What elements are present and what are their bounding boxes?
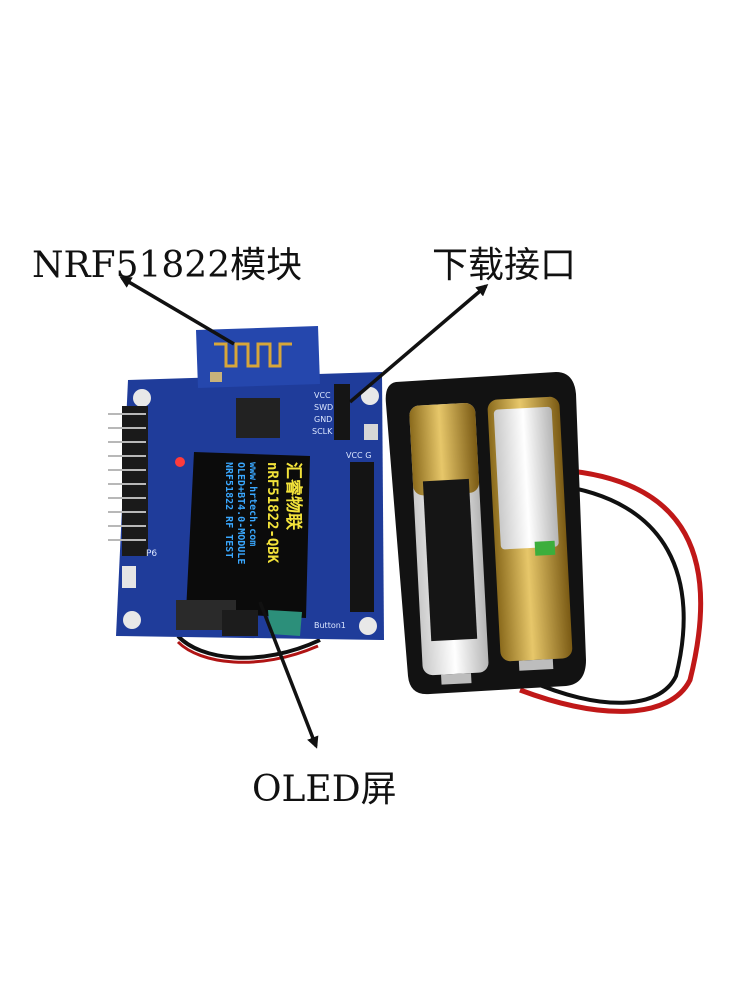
callout-oled-screen: OLED屏 (252, 769, 397, 810)
pin-label-gnd: GND (314, 415, 332, 424)
button1-label: Button1 (314, 621, 346, 630)
pin-label-swd: SWD (314, 403, 333, 412)
black-wire (527, 483, 686, 705)
callout-download-port: 下载接口 (432, 245, 577, 286)
battery-holder (385, 372, 586, 695)
pcb-board: P6 VCC SWD GND SCLK VCC G Button1 (108, 326, 384, 640)
pin-label-vcc: VCC (314, 391, 331, 400)
oled-display (186, 452, 310, 618)
battery-right (487, 396, 573, 671)
callout-nrf-module: NRF51822模块 (32, 245, 303, 286)
download-port-header (334, 384, 350, 440)
oled-line-model: nRF51822-QBK (264, 462, 280, 564)
oled-line-url: www.hrtech.com (247, 462, 258, 546)
module-arrow (119, 276, 235, 346)
antenna-trace (214, 342, 292, 368)
pin-label-sclk: SCLK (312, 427, 333, 436)
oled-line-brand: 汇睿物联 (283, 462, 304, 530)
battery-left (409, 403, 489, 685)
oled-line-module: OLED+BT4.0-MODULE (235, 462, 246, 564)
oled-line-test: NRF51822 RF TEST (223, 462, 234, 558)
nrf51822-chip (236, 398, 280, 438)
p6-label: P6 (146, 549, 157, 559)
board-wire-black (176, 634, 321, 660)
port-arrow (348, 284, 489, 404)
board-wire-red (176, 640, 319, 664)
oled-arrow (258, 601, 319, 749)
right-header-label: VCC G (346, 451, 371, 460)
red-wire (519, 467, 704, 714)
